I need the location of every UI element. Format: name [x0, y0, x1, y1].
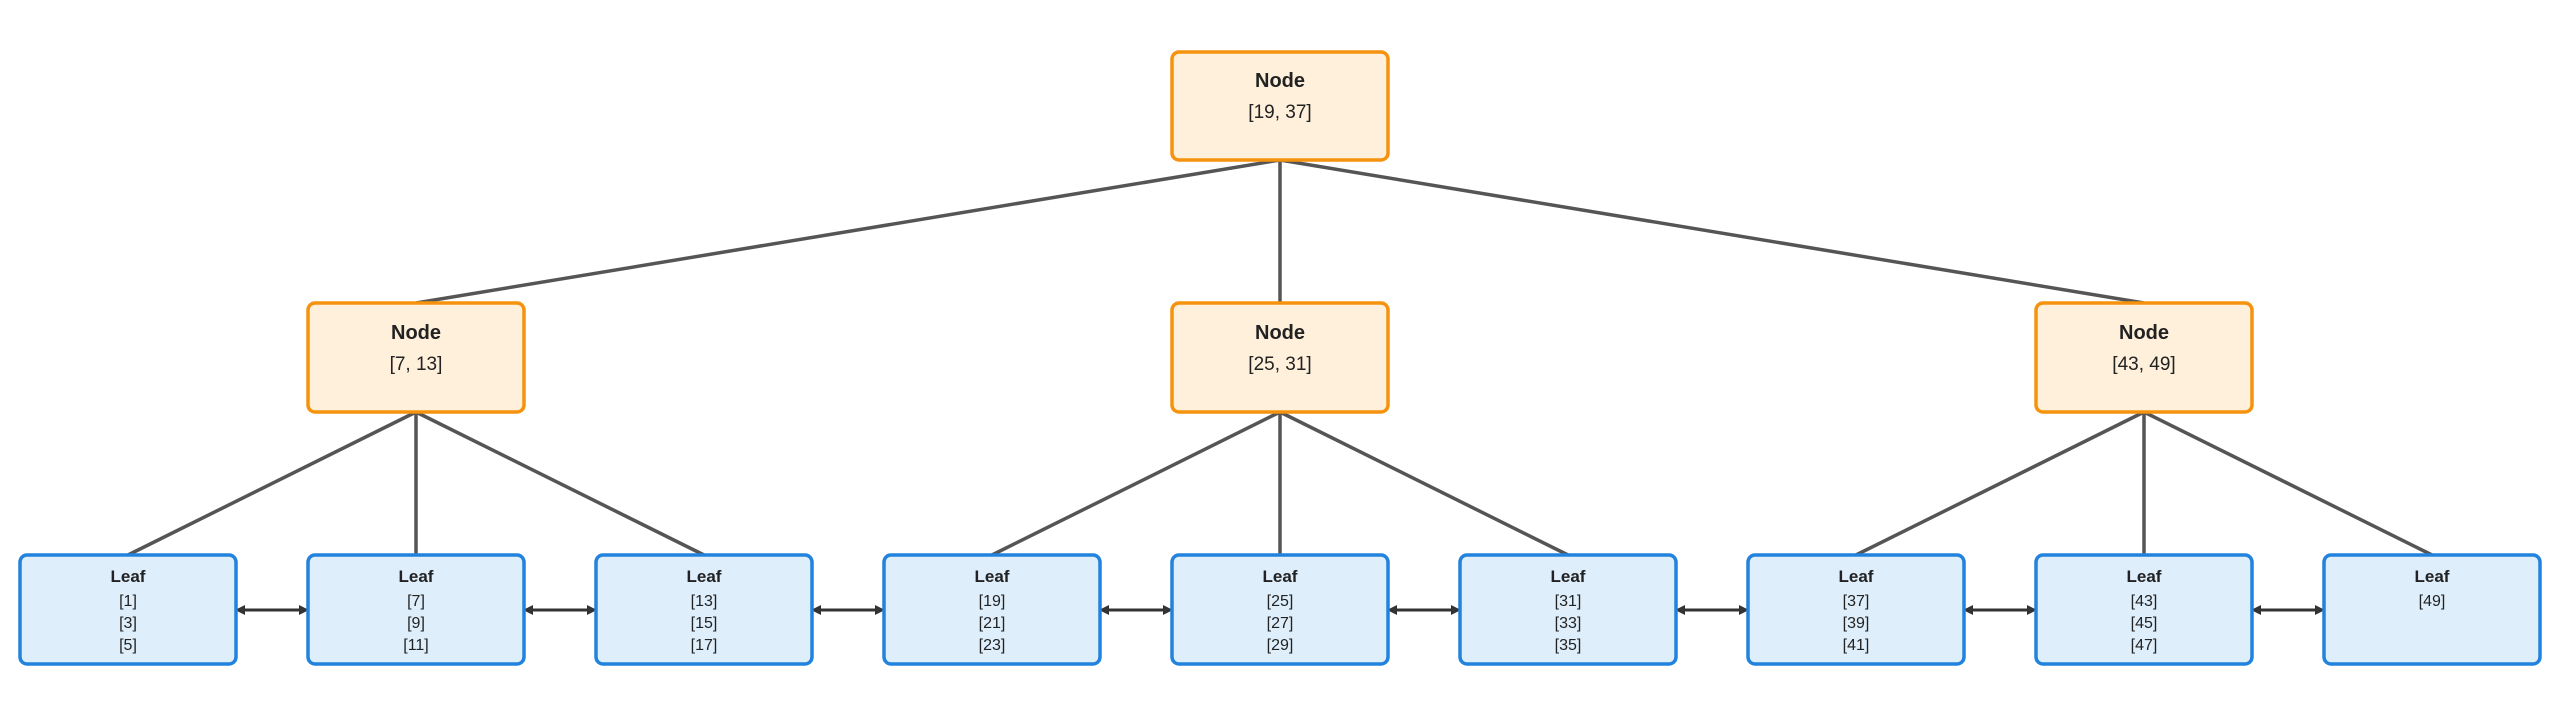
internal-node-3: Node [43, 49] [2034, 301, 2254, 414]
leaf-node-label: Leaf [111, 567, 146, 586]
leaf-node-label: Leaf [975, 567, 1010, 586]
leaf-node-label: Leaf [1551, 567, 1586, 586]
leaf-key: [1] [119, 593, 137, 610]
leaf-key: [19] [979, 593, 1006, 610]
leaf-key: [25] [1267, 593, 1294, 610]
leaf-node-box [1746, 553, 1966, 666]
leaf-node-box [1458, 553, 1678, 666]
leaf-key: [17] [691, 637, 718, 654]
leaf-node-box [1170, 553, 1390, 666]
internal-node-keys: [7, 13] [390, 354, 443, 375]
leaf-node-8: Leaf [43] [45] [47] [2034, 553, 2254, 666]
edge-root-to-node-3 [1279, 158, 2145, 305]
leaf-node-3: Leaf [13] [15] [17] [594, 553, 814, 666]
leaf-key: [27] [1267, 615, 1294, 632]
leaf-key: [3] [119, 615, 137, 632]
edge-node-3-to-leaf-9 [2143, 410, 2433, 557]
internal-node-keys: [43, 49] [2112, 354, 2175, 375]
edge-node-3-to-leaf-7 [1855, 410, 2145, 557]
internal-node-box [2034, 301, 2254, 414]
edge-node-2-to-leaf-6 [1279, 410, 1569, 557]
leaf-node-6: Leaf [31] [33] [35] [1458, 553, 1678, 666]
leaf-node-label: Leaf [687, 567, 722, 586]
leaf-node-4: Leaf [19] [21] [23] [882, 553, 1102, 666]
leaf-key: [49] [2419, 593, 2446, 610]
leaf-key: [29] [1267, 637, 1294, 654]
root-node-keys: [19, 37] [1248, 102, 1311, 123]
leaf-node-box [882, 553, 1102, 666]
edge-root-to-node-1 [415, 158, 1281, 305]
leaf-node-box [594, 553, 814, 666]
leaf-key: [21] [979, 615, 1006, 632]
internal-node-keys: [25, 31] [1248, 354, 1311, 375]
leaf-node-5: Leaf [25] [27] [29] [1170, 553, 1390, 666]
root-node: Node [19, 37] [1170, 50, 1390, 162]
leaf-node-box [2034, 553, 2254, 666]
leaf-key: [45] [2131, 615, 2158, 632]
leaf-node-1: Leaf [1] [3] [5] [18, 553, 238, 666]
internal-node-label: Node [391, 322, 441, 344]
leaf-key: [9] [407, 615, 425, 632]
edge-node-1-to-leaf-3 [415, 410, 705, 557]
root-node-label: Node [1255, 70, 1305, 92]
root-node-box [1170, 50, 1390, 162]
leaf-key: [43] [2131, 593, 2158, 610]
leaf-key: [7] [407, 593, 425, 610]
leaf-node-label: Leaf [1839, 567, 1874, 586]
leaf-key: [5] [119, 637, 137, 654]
leaf-node-box [2322, 553, 2542, 666]
leaf-key: [39] [1843, 615, 1870, 632]
internal-node-2: Node [25, 31] [1170, 301, 1390, 414]
leaf-node-7: Leaf [37] [39] [41] [1746, 553, 1966, 666]
internal-node-label: Node [1255, 322, 1305, 344]
leaf-key: [37] [1843, 593, 1870, 610]
leaf-node-box [18, 553, 238, 666]
internal-node-label: Node [2119, 322, 2169, 344]
internal-node-box [306, 301, 526, 414]
edge-node-1-to-leaf-1 [127, 410, 417, 557]
internal-node-box [1170, 301, 1390, 414]
leaf-node-2: Leaf [7] [9] [11] [306, 553, 526, 666]
leaf-node-label: Leaf [2127, 567, 2162, 586]
leaf-key: [33] [1555, 615, 1582, 632]
leaf-key: [23] [979, 637, 1006, 654]
tree-edges [127, 158, 2433, 557]
leaf-node-9: Leaf [49] [2322, 553, 2542, 666]
leaf-key: [15] [691, 615, 718, 632]
internal-node-1: Node [7, 13] [306, 301, 526, 414]
edge-node-2-to-leaf-4 [991, 410, 1281, 557]
leaf-node-label: Leaf [2415, 567, 2450, 586]
leaf-key: [41] [1843, 637, 1870, 654]
leaf-key: [13] [691, 593, 718, 610]
leaf-node-label: Leaf [1263, 567, 1298, 586]
leaf-key: [35] [1555, 637, 1582, 654]
leaf-key: [11] [403, 637, 429, 654]
leaf-node-label: Leaf [399, 567, 434, 586]
leaf-node-box [306, 553, 526, 666]
leaf-key: [31] [1555, 593, 1582, 610]
leaf-key: [47] [2131, 637, 2158, 654]
